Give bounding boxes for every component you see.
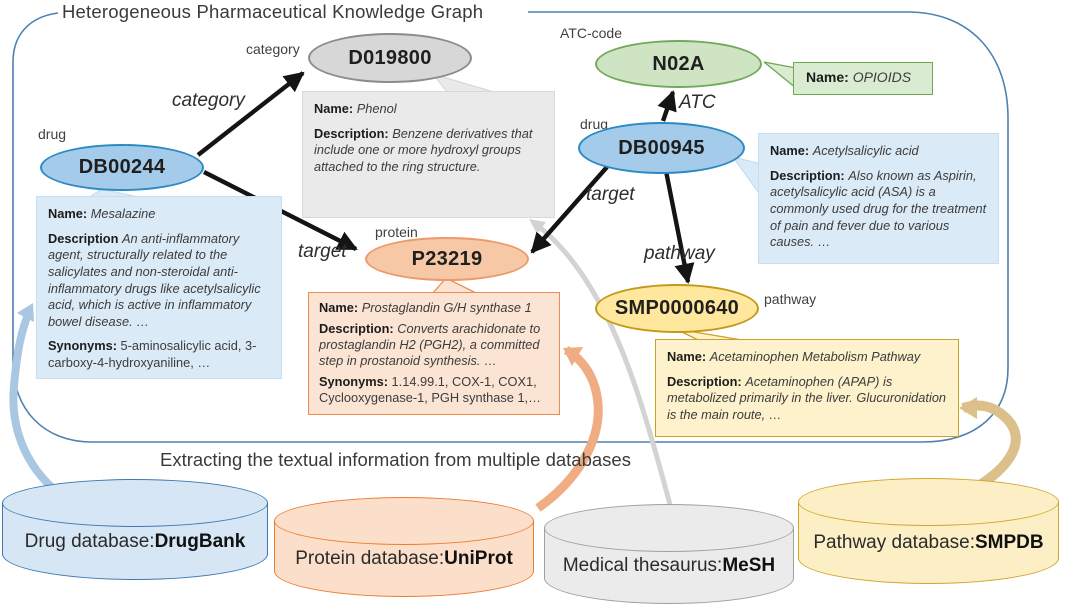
drugbank-cylinder-top: [2, 479, 268, 527]
callout-acetaminophen: Name: Acetaminophen Metabolism Pathway D…: [655, 339, 959, 437]
node-d019800-label: D019800: [348, 46, 432, 69]
node-smp0000640: SMP0000640: [595, 284, 759, 333]
node-db00244-label: DB00244: [78, 156, 166, 178]
extraction-arrow-drugbank: [9, 308, 71, 504]
callout-opioids: Name: OPIOIDS: [793, 62, 933, 95]
edge-label-target-right: target: [586, 184, 635, 205]
callout-prostaglandin-description: Description: Converts arachidonate to pr…: [319, 320, 541, 368]
extraction-arrow-uniprot: [535, 346, 603, 512]
callout-mesalazine-name: Name: Mesalazine: [48, 206, 156, 221]
mesh-cylinder-top: [544, 504, 794, 552]
callout-phenol-description: Description: Benzene derivatives that in…: [314, 125, 533, 174]
uniprot-cylinder-top: [274, 497, 534, 545]
database-smpdb: Pathway database: SMPDB: [798, 478, 1059, 584]
edge-label-category: category: [172, 90, 245, 111]
edge-label-target-left: target: [298, 241, 347, 262]
callout-opioids-name: Name: OPIOIDS: [806, 69, 912, 85]
node-n02a: N02A: [595, 40, 762, 88]
callout-acetylsalicylic: Name: Acetylsalicylic acid Description: …: [758, 133, 999, 264]
uniprot-label: Protein database: UniProt: [295, 548, 513, 569]
smpdb-label: Pathway database: SMPDB: [813, 532, 1044, 553]
extraction-arrowhead-uniprot-icon: [563, 347, 583, 366]
type-label-atc-code: ATC-code: [560, 25, 622, 41]
diagram-title: Heterogeneous Pharmaceutical Knowledge G…: [62, 1, 484, 22]
extraction-caption: Extracting the textual information from …: [160, 449, 631, 470]
edge-db00945-pathway-smp0000640: [663, 170, 695, 284]
edge-label-pathway: pathway: [644, 243, 715, 264]
extraction-arrowhead-smpdb-icon: [959, 397, 977, 419]
extraction-arrow-smpdb: [961, 400, 1021, 493]
extraction-arrowhead-drugbank-icon: [17, 303, 34, 322]
callout-mesalazine-description: Description An anti-inflammatory agent, …: [48, 230, 261, 329]
extraction-arrowhead-mesh-icon: [529, 219, 546, 234]
type-label-protein: protein: [375, 224, 418, 240]
type-label-category: category: [246, 41, 300, 57]
database-mesh: Medical thesaurus: MeSH: [544, 504, 794, 604]
type-label-pathway: pathway: [764, 291, 817, 307]
callout-mesalazine: Name: Mesalazine Description An anti-inf…: [36, 196, 282, 379]
callout-acetylsalicylic-name: Name: Acetylsalicylic acid: [770, 143, 919, 158]
node-db00945: DB00945: [578, 122, 745, 174]
callout-prostaglandin: Name: Prostaglandin G/H synthase 1 Descr…: [308, 292, 560, 415]
drugbank-label: Drug database: DrugBank: [24, 530, 246, 552]
callout-phenol: Name: Phenol Description: Benzene deriva…: [302, 91, 555, 218]
type-label-drug-db00244: drug: [38, 126, 67, 142]
callout-pointer-opioids: [763, 61, 797, 90]
edge-db00945-atc-n02a: [657, 90, 677, 122]
node-p23219: P23219: [365, 237, 529, 281]
callout-mesalazine-synonyms: Synonyms: 5-aminosalicylic acid, 3-carbo…: [48, 338, 257, 370]
database-uniprot: Protein database: UniProt: [274, 497, 534, 597]
node-db00244: DB00244: [40, 144, 204, 191]
graph-frame-border: [12, 11, 1009, 443]
callout-acetaminophen-description: Description: Acetaminophen (APAP) is met…: [667, 373, 947, 422]
callout-prostaglandin-name: Name: Prostaglandin G/H synthase 1: [319, 300, 532, 315]
type-label-drug-db00945: drug: [580, 116, 609, 132]
database-drugbank: Drug database: DrugBank: [2, 479, 268, 580]
edge-label-atc: ATC: [679, 92, 716, 113]
smpdb-cylinder-top: [798, 478, 1059, 526]
edge-db00244-category-d019800: [196, 71, 305, 157]
node-p23219-label: P23219: [411, 247, 483, 270]
node-db00945-label: DB00945: [618, 136, 705, 159]
node-smp0000640-label: SMP0000640: [614, 297, 740, 319]
callout-prostaglandin-synonyms: Synonyms: 1.14.99.1, COX-1, COX1, Cycloo…: [319, 373, 541, 405]
node-n02a-label: N02A: [652, 52, 705, 75]
callout-pointer-acetylsalicylic: [731, 156, 762, 198]
callout-acetylsalicylic-description: Description: Also known as Aspirin, acet…: [770, 167, 987, 250]
callout-phenol-name: Name: Phenol: [314, 101, 397, 116]
callout-acetaminophen-name: Name: Acetaminophen Metabolism Pathway: [667, 349, 921, 364]
node-d019800: D019800: [308, 33, 472, 83]
edge-db00945-target-p23219: [530, 165, 609, 254]
mesh-label: Medical thesaurus: MeSH: [562, 555, 776, 576]
